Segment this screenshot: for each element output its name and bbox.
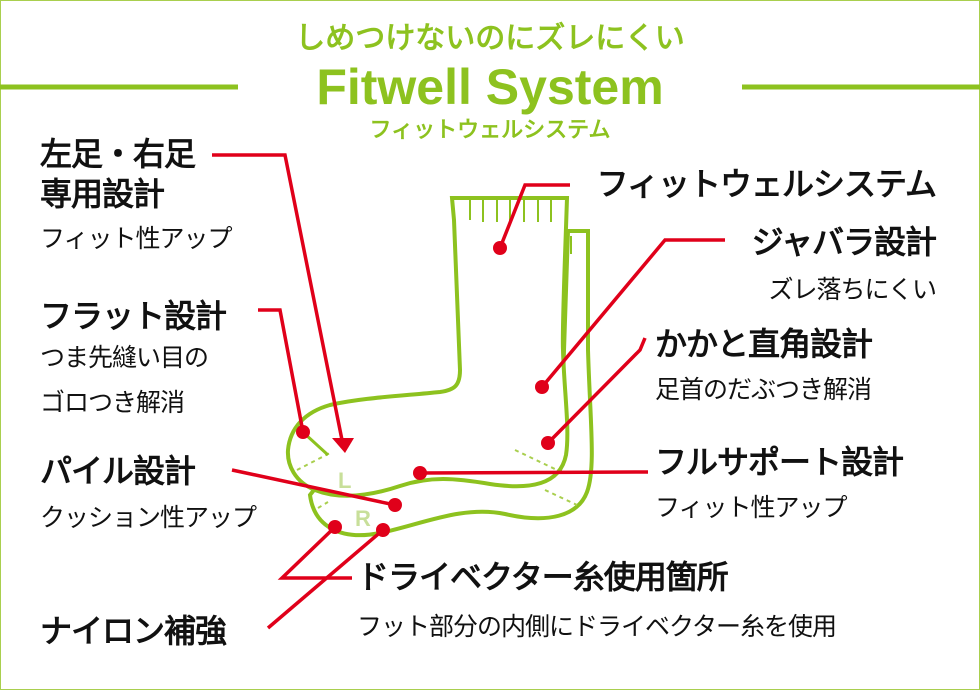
leader-pile	[231, 468, 396, 507]
leader-support	[419, 470, 649, 475]
dryvector-desc: フット部分の内側にドライベクター糸を使用	[357, 612, 837, 641]
seam-dashes	[296, 449, 578, 509]
flat-desc-2: ゴロつき解消	[40, 388, 185, 417]
header-title: Fitwell System	[316, 59, 664, 115]
heel-desc: 足首のだぶつき解消	[655, 375, 872, 404]
support-title: フルサポート設計	[655, 443, 904, 481]
flat-desc-1: つま先縫い目の	[40, 343, 209, 372]
nylon-title: ナイロン補強	[40, 612, 227, 650]
pile-desc: クッション性アップ	[40, 503, 257, 532]
left-foot-label: L	[338, 468, 351, 493]
leader-left-right	[212, 153, 344, 441]
pile-title: パイル設計	[40, 452, 196, 490]
dot-dryvector	[328, 520, 342, 534]
dot-flat	[296, 425, 310, 439]
leader-fitwell	[498, 183, 570, 249]
flat-title: フラット設計	[40, 297, 227, 335]
leader-bellows	[540, 238, 725, 389]
left-right-desc: フィット性アップ	[40, 224, 233, 253]
toe-seam	[303, 432, 330, 457]
leader-flat	[258, 308, 305, 433]
dot-support	[413, 466, 427, 480]
header-tagline: しめつけないのにズレにくい	[295, 21, 685, 56]
bellows-desc: ズレ落ちにくい	[768, 275, 937, 304]
dryvector-title: ドライベクター糸使用箇所	[357, 558, 729, 596]
pointer-dots	[296, 241, 555, 537]
bellows-title: ジャバラ設計	[751, 223, 937, 261]
dot-bellows	[535, 380, 549, 394]
header-subtitle: フィットウェルシステム	[369, 118, 611, 143]
left-sock-outline	[285, 196, 570, 498]
left-right-title-2: 専用設計	[40, 175, 165, 213]
fitwell-title: フィットウェルシステム	[596, 165, 937, 203]
heel-title: かかと直角設計	[655, 325, 873, 363]
support-desc: フィット性アップ	[655, 493, 848, 522]
dot-pile	[388, 498, 402, 512]
leader-heel	[546, 337, 647, 445]
left-right-title-1: 左足・右足	[40, 135, 196, 173]
dot-heel	[541, 436, 555, 450]
arrow-head-icon	[332, 438, 354, 453]
dot-fitwell	[493, 241, 507, 255]
cuff-ribs	[469, 200, 552, 222]
right-foot-label: R	[355, 506, 371, 531]
dot-nylon	[376, 523, 390, 537]
leader-dryvector	[277, 525, 352, 580]
